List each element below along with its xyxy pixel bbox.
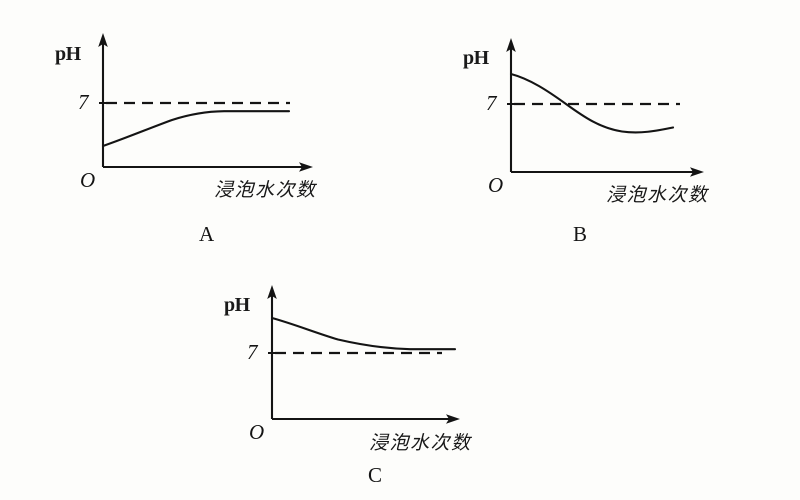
data-curve-c — [270, 316, 457, 351]
x-axis-label-b: 浸泡水次数 — [606, 184, 709, 206]
x-axis-arrow-c — [446, 414, 460, 424]
panel-letter-b: B — [573, 222, 588, 246]
chart-b-graphic — [506, 38, 704, 177]
x-axis-label-c: 浸泡水次数 — [369, 432, 472, 454]
origin-label-b: O — [488, 173, 504, 197]
x-axis-arrow-a — [299, 162, 313, 172]
origin-label-c: O — [249, 420, 265, 444]
chart-panel-b: pH 7 O 浸泡水次数 B — [408, 0, 800, 250]
chart-a-graphic — [98, 33, 313, 172]
y-tick-label-7-a: 7 — [78, 90, 89, 114]
y-axis-label-c: pH — [224, 294, 250, 316]
y-axis-label-b: pH — [463, 47, 489, 69]
panel-letter-a: A — [199, 222, 215, 246]
y-axis-arrow-c — [267, 285, 277, 299]
origin-label-a: O — [80, 168, 96, 192]
y-tick-label-7-b: 7 — [486, 91, 497, 115]
x-axis-arrow-b — [690, 167, 704, 177]
data-curve-a — [101, 110, 291, 148]
y-axis-arrow-b — [506, 38, 516, 52]
chart-panel-a: pH 7 O 浸泡水次数 A — [0, 0, 400, 250]
y-axis-label-a: pH — [55, 43, 81, 65]
y-tick-label-7-c: 7 — [247, 340, 258, 364]
panel-letter-c: C — [368, 463, 383, 487]
x-axis-label-a: 浸泡水次数 — [214, 179, 317, 201]
chart-c-graphic — [267, 285, 460, 424]
data-curve-b — [509, 72, 675, 134]
y-axis-arrow-a — [98, 33, 108, 47]
chart-panel-c: pH 7 O 浸泡水次数 C — [170, 250, 600, 500]
